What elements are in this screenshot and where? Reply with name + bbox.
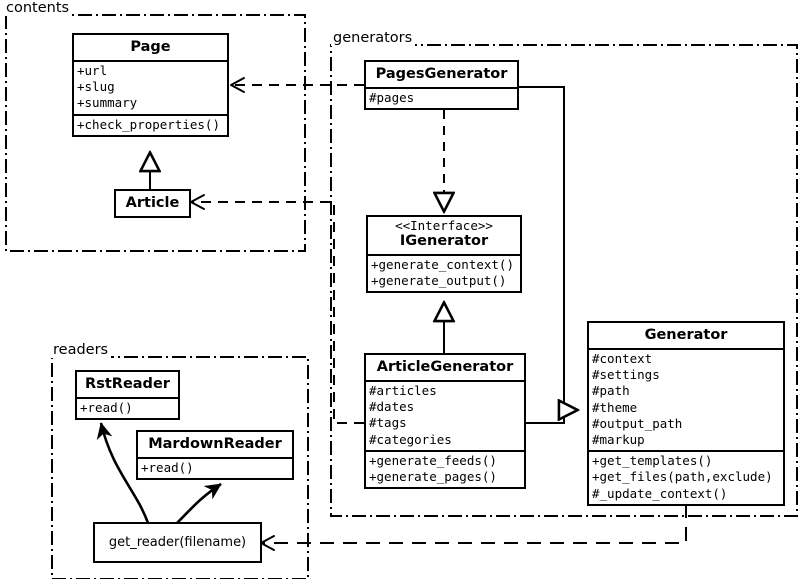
attribute: #settings <box>592 367 660 383</box>
class-igenerator-header: <<Interface>> IGenerator <box>368 217 520 254</box>
class-box-generator[interactable]: Generator #context #settings #path #them… <box>587 321 785 506</box>
package-border-generators <box>330 44 798 517</box>
class-box-article[interactable]: Article <box>114 189 191 218</box>
attribute: #categories <box>369 431 452 447</box>
package-label-readers: readers <box>51 342 112 358</box>
package-label-contents: contents <box>4 0 73 16</box>
operation: +read() <box>80 400 133 415</box>
class-articlegenerator-operations: +generate_feeds() +generate_pages() <box>366 449 524 487</box>
class-generator-attributes: #context #settings #path #theme #output_… <box>589 348 783 450</box>
class-article-name: Article <box>125 195 180 211</box>
class-igenerator-stereotype: <<Interface>> <box>395 218 493 233</box>
function-get-reader-label: get_reader(filename) <box>108 535 247 550</box>
function-box-get-reader[interactable]: get_reader(filename) <box>93 522 262 563</box>
class-page-name: Page <box>130 39 171 55</box>
class-box-igenerator[interactable]: <<Interface>> IGenerator +generate_conte… <box>366 215 522 294</box>
class-igenerator-name: IGenerator <box>399 233 489 249</box>
class-pagesgenerator-attributes: #pages <box>366 87 517 108</box>
class-mardownreader-header: MardownReader <box>138 432 292 457</box>
attribute: #articles <box>369 383 437 398</box>
class-rstreader-operations: +read() <box>77 397 178 418</box>
attribute: #tags <box>369 415 407 431</box>
class-box-rstreader[interactable]: RstReader +read() <box>75 370 180 421</box>
edge-articlegenerator-to-article <box>192 201 364 424</box>
class-pagesgenerator-header: PagesGenerator <box>366 62 517 87</box>
class-box-articlegenerator[interactable]: ArticleGenerator #articles #dates #tags … <box>364 353 526 490</box>
package-border-contents <box>5 14 306 252</box>
operation: +check_properties() <box>77 116 220 132</box>
operation: +read() <box>141 460 194 475</box>
edge-generator-to-getreader <box>262 504 687 544</box>
edge-getreader-to-mardownreader <box>176 482 222 524</box>
attribute: #context <box>592 351 653 366</box>
class-generator-name: Generator <box>644 327 728 343</box>
class-rstreader-header: RstReader <box>77 372 178 397</box>
operation: +generate_output() <box>371 273 507 289</box>
attribute: +slug <box>77 79 115 95</box>
class-mardownreader-operations: +read() <box>138 457 292 478</box>
attribute: #markup <box>592 432 645 448</box>
class-generator-operations: +get_templates() +get_files(path,exclude… <box>589 450 783 504</box>
class-article-header: Article <box>116 191 189 216</box>
arrowhead-open-article <box>190 194 205 210</box>
operation: +generate_pages() <box>369 469 497 485</box>
edge-getreader-to-rstreader <box>96 422 150 524</box>
operation: +generate_context() <box>371 257 514 272</box>
arrowhead-open-getreader <box>260 535 275 551</box>
class-mardownreader-name: MardownReader <box>148 436 282 452</box>
class-generator-header: Generator <box>589 323 783 348</box>
arrowhead-open-page <box>230 77 245 93</box>
attribute: #path <box>592 383 630 399</box>
operation: +get_templates() <box>592 453 713 469</box>
edge-pagesgenerator-to-generator <box>519 86 565 410</box>
edge-articlegenerator-to-generator <box>526 410 565 424</box>
class-articlegenerator-header: ArticleGenerator <box>366 355 524 380</box>
class-articlegenerator-name: ArticleGenerator <box>376 359 514 375</box>
attribute: #pages <box>369 90 415 105</box>
class-articlegenerator-attributes: #articles #dates #tags #categories <box>366 380 524 450</box>
class-igenerator-operations: +generate_context() +generate_output() <box>368 254 520 291</box>
operation: +get_files(path,exclude) <box>592 469 773 485</box>
attribute: #output_path <box>592 415 683 431</box>
class-page-header: Page <box>74 35 227 60</box>
class-pagesgenerator-name: PagesGenerator <box>375 66 508 82</box>
attribute: #theme <box>592 399 638 415</box>
class-box-page[interactable]: Page +url +slug +summary +check_properti… <box>72 33 229 137</box>
class-rstreader-name: RstReader <box>85 376 170 392</box>
class-page-operations: +check_properties() <box>74 113 227 135</box>
attribute: +url <box>77 63 108 78</box>
class-box-mardownreader[interactable]: MardownReader +read() <box>136 430 294 481</box>
operation: #_update_context() <box>592 485 728 501</box>
class-box-pagesgenerator[interactable]: PagesGenerator #pages <box>364 60 519 111</box>
attribute: #dates <box>369 399 415 415</box>
package-label-generators: generators <box>331 30 416 46</box>
attribute: +summary <box>77 95 138 111</box>
operation: +generate_feeds() <box>369 452 497 468</box>
package-border-readers <box>51 356 309 579</box>
class-page-attributes: +url +slug +summary <box>74 60 227 114</box>
